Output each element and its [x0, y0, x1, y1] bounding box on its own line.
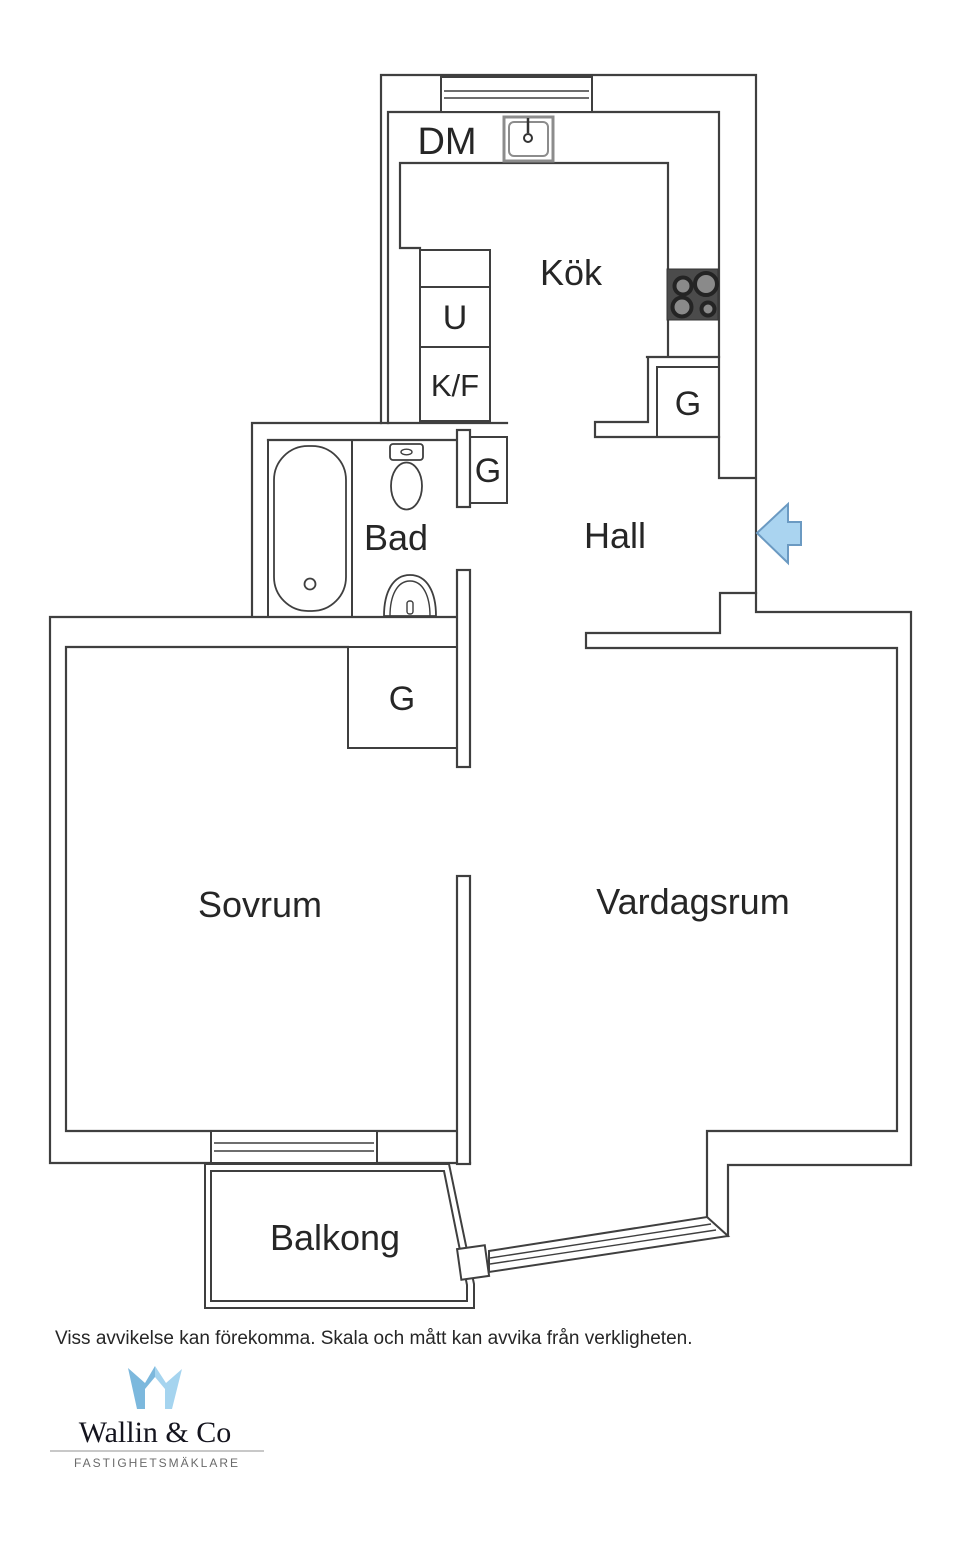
logo-company-name: Wallin & Co — [79, 1416, 232, 1449]
balcony-door — [455, 1244, 491, 1281]
wardrobe-bathroom-box — [469, 436, 508, 504]
wall-bathroom-bedroom — [48, 421, 509, 1165]
wall-divider-segments — [455, 428, 472, 1166]
windows-and-balcony — [204, 76, 731, 1309]
kitchen-cabinet-box — [419, 249, 491, 288]
label-wardrobe-bathroom: G — [475, 452, 501, 490]
label-oven: U — [443, 299, 468, 337]
kitchen-window — [440, 76, 593, 113]
room-label-living-room: Vardagsrum — [596, 881, 789, 922]
disclaimer-text: Viss avvikelse kan förekomma. Skala och … — [55, 1328, 693, 1349]
label-fridge-freezer: K/F — [431, 368, 479, 403]
logo-crown-icon — [128, 1366, 182, 1409]
living-room-window — [488, 1215, 731, 1274]
washbasin-icon — [383, 574, 437, 617]
balcony-outline — [204, 1163, 475, 1309]
room-label-bathroom: Bad — [364, 517, 428, 558]
room-label-balcony: Balkong — [270, 1217, 400, 1258]
bathtub-icon — [267, 439, 353, 618]
wall-kitchen-interior — [398, 161, 899, 1219]
bedroom-window — [210, 1130, 378, 1164]
company-logo: Wallin & Co FASTIGHETSMÄKLARE — [50, 1366, 264, 1470]
closets-and-cabinets — [347, 249, 720, 749]
wall-divider-segment — [455, 568, 472, 769]
room-label-bedroom: Sovrum — [198, 884, 322, 925]
sink-icon — [502, 115, 555, 163]
room-label-hall: Hall — [584, 515, 646, 556]
entry-arrow-icon — [755, 501, 802, 566]
wall-divider-segment — [455, 428, 472, 509]
room-label-kitchen: Kök — [540, 252, 603, 293]
wardrobe-bedroom-box — [347, 646, 458, 749]
label-dishwasher: DM — [417, 121, 476, 163]
logo-tagline: FASTIGHETSMÄKLARE — [74, 1456, 240, 1470]
label-wardrobe-kitchen: G — [675, 385, 701, 423]
stove-icon — [666, 268, 719, 321]
wall-divider-segment — [455, 874, 472, 1166]
toilet-icon — [389, 443, 424, 511]
label-wardrobe-bedroom: G — [389, 680, 415, 718]
fridge-freezer-box — [419, 346, 491, 422]
wardrobe-kitchen-box — [656, 366, 720, 438]
